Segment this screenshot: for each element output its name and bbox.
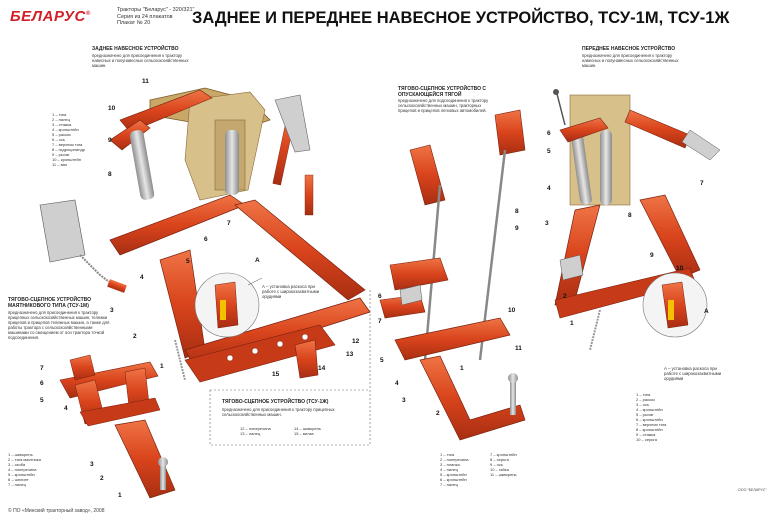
svg-text:13: 13 — [346, 351, 354, 358]
svg-text:9: 9 — [650, 252, 654, 259]
svg-text:10: 10 — [676, 265, 684, 272]
svg-text:1: 1 — [118, 492, 122, 499]
svg-text:12: 12 — [352, 338, 360, 345]
svg-text:4: 4 — [395, 380, 399, 387]
svg-text:7: 7 — [700, 180, 704, 187]
svg-text:7: 7 — [40, 365, 44, 372]
poster-series-info: Тракторы "Беларус" - 320/321" Серия из 2… — [117, 7, 195, 26]
front-hitch-illustration — [553, 89, 721, 351]
center-drawbar-illustration — [379, 109, 526, 441]
svg-text:11: 11 — [142, 78, 149, 85]
svg-text:1: 1 — [460, 365, 464, 372]
tsu1zh-desc: предназначено для присоединения к тракто… — [222, 407, 335, 417]
svg-text:8: 8 — [628, 212, 632, 219]
svg-text:А: А — [704, 308, 709, 315]
rear-hitch-header: ЗАДНЕЕ НАВЕСНОЕ УСТРОЙСТВО — [92, 46, 179, 52]
inset-note: А – установка раскоса при работе с широк… — [262, 284, 320, 299]
svg-text:3: 3 — [90, 461, 94, 468]
svg-text:4: 4 — [140, 274, 144, 281]
svg-text:1: 1 — [570, 320, 574, 327]
publisher-info: ООО "БЕЛАРУС" — [738, 488, 767, 492]
svg-text:4: 4 — [64, 405, 68, 412]
svg-text:8: 8 — [108, 171, 112, 178]
svg-text:5: 5 — [186, 258, 190, 265]
front-hitch-header: ПЕРЕДНЕЕ НАВЕСНОЕ УСТРОЙСТВО — [582, 46, 676, 52]
svg-text:2: 2 — [563, 293, 567, 300]
svg-text:2: 2 — [100, 475, 104, 482]
svg-text:10: 10 — [508, 307, 516, 314]
svg-text:1: 1 — [160, 363, 164, 370]
svg-text:6: 6 — [204, 236, 208, 243]
rear-hitch-desc: предназначено для присоединения к тракто… — [92, 53, 189, 68]
svg-text:2: 2 — [436, 410, 440, 417]
svg-text:3: 3 — [545, 220, 549, 227]
svg-text:6: 6 — [378, 293, 382, 300]
svg-text:14: 14 — [318, 365, 326, 372]
svg-text:2: 2 — [133, 333, 137, 340]
center-header: ТЯГОВО-СЦЕПНОЕ УСТРОЙСТВО С ОПУСКАЮЩЕЙСЯ… — [398, 86, 487, 98]
svg-text:7: 7 — [227, 220, 231, 227]
tsu1m-header: ТЯГОВО-СЦЕПНОЕ УСТРОЙСТВО МАЯТНИКОВОГО Т… — [8, 297, 92, 309]
brand-logo: БЕЛАРУС® — [10, 8, 91, 25]
center-desc: предназначено для подсоединения к тракто… — [398, 98, 489, 113]
tsu1m-desc: предназначено для присоединения к тракто… — [8, 310, 110, 340]
svg-text:А: А — [255, 257, 260, 264]
svg-text:15: 15 — [272, 371, 280, 378]
svg-text:5: 5 — [547, 148, 551, 155]
svg-text:8: 8 — [515, 208, 519, 215]
svg-text:6: 6 — [547, 130, 551, 137]
tsu1zh-header: ТЯГОВО-СЦЕПНОЕ УСТРОЙСТВО (ТСУ-1Ж) — [222, 399, 329, 405]
svg-text:5: 5 — [40, 397, 44, 404]
svg-text:10: 10 — [108, 105, 116, 112]
svg-text:9: 9 — [108, 137, 112, 144]
svg-text:4: 4 — [547, 185, 551, 192]
tsu1zh-frame — [209, 389, 371, 446]
copyright-footer: © ПО «Минский тракторный завод», 2008 — [8, 508, 105, 514]
inset-detail-a — [194, 272, 263, 338]
svg-text:3: 3 — [402, 397, 406, 404]
tsu1m-illustration — [59, 354, 176, 499]
svg-text:11: 11 — [515, 345, 522, 352]
svg-text:3: 3 — [110, 307, 114, 314]
svg-text:7: 7 — [378, 318, 382, 325]
rear-hitch-illustration — [39, 87, 371, 383]
front-hitch-desc: предназначено для присоединения к тракто… — [582, 53, 679, 68]
svg-text:5: 5 — [380, 357, 384, 364]
svg-text:6: 6 — [40, 380, 44, 387]
svg-text:9: 9 — [515, 225, 519, 232]
front-inset-note: А – установка раскоса при работе с широк… — [664, 366, 722, 381]
page-title: ЗАДНЕЕ И ПЕРЕДНЕЕ НАВЕСНОЕ УСТРОЙСТВО, Т… — [192, 9, 730, 27]
